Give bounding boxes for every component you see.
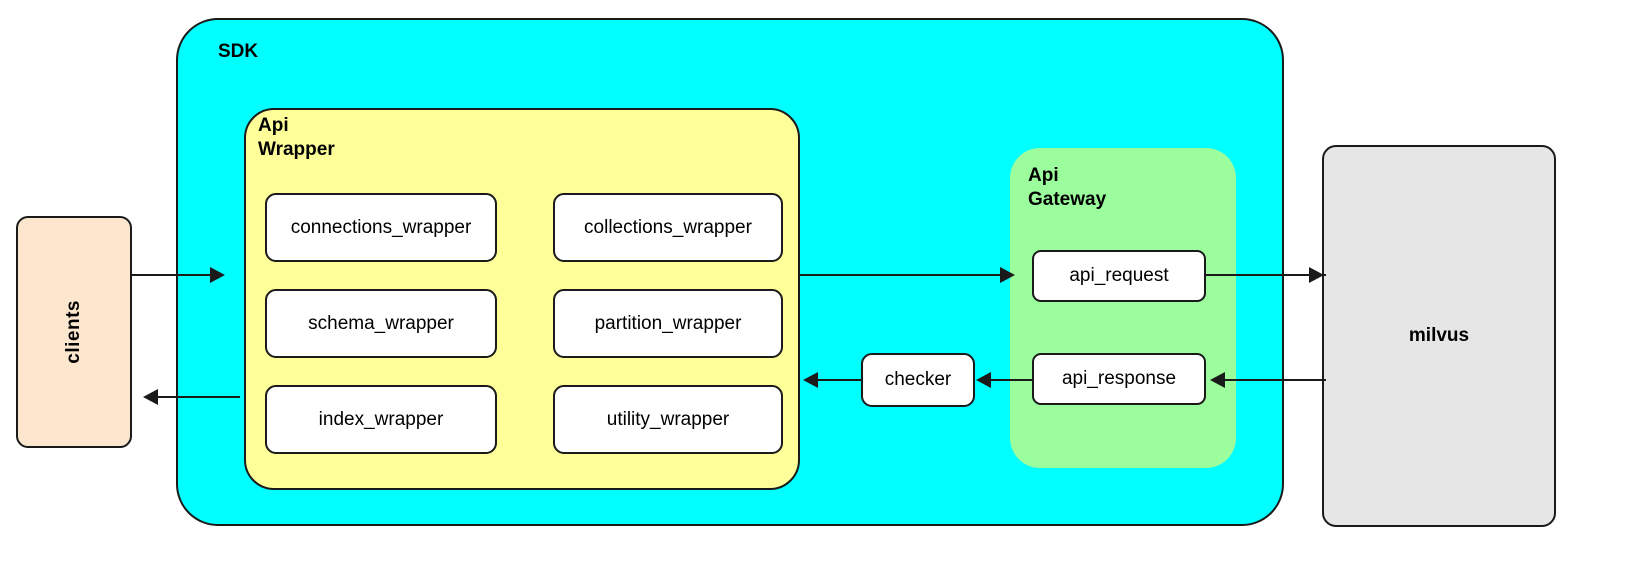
container-sdk-label: SDK xyxy=(218,41,259,62)
node-connections-wrapper[interactable]: connections_wrapper xyxy=(265,193,497,262)
edge-wrapper-to-request-line xyxy=(800,274,1012,276)
node-api-response[interactable]: api_response xyxy=(1032,353,1206,405)
edge-milvus-to-response-line xyxy=(1218,379,1326,381)
edge-wrapper-to-clients-line xyxy=(155,396,240,398)
node-checker[interactable]: checker xyxy=(861,353,975,407)
node-utility-wrapper[interactable]: utility_wrapper xyxy=(553,385,783,454)
edge-milvus-to-response-arrowhead xyxy=(1210,372,1225,388)
node-partition-wrapper[interactable]: partition_wrapper xyxy=(553,289,783,358)
node-schema-wrapper[interactable]: schema_wrapper xyxy=(265,289,497,358)
node-milvus[interactable]: milvus xyxy=(1322,145,1556,527)
edge-clients-to-wrapper-arrowhead xyxy=(210,267,225,283)
edge-request-to-milvus-line xyxy=(1206,274,1326,276)
edge-response-to-checker-arrowhead xyxy=(976,372,991,388)
container-api-wrapper-label: Api Wrapper xyxy=(258,115,335,160)
node-clients-label: clients xyxy=(63,300,85,364)
container-api-gateway-label: Api Gateway xyxy=(1028,165,1107,210)
edge-response-to-checker-line xyxy=(985,379,1033,381)
edge-checker-to-wrapper-line xyxy=(815,379,862,381)
edge-clients-to-wrapper-line xyxy=(132,274,222,276)
edge-wrapper-to-request-arrowhead xyxy=(1000,267,1015,283)
node-collections-wrapper[interactable]: collections_wrapper xyxy=(553,193,783,262)
container-api-gateway xyxy=(1010,148,1236,468)
node-api-request[interactable]: api_request xyxy=(1032,250,1206,302)
node-index-wrapper[interactable]: index_wrapper xyxy=(265,385,497,454)
edge-checker-to-wrapper-arrowhead xyxy=(803,372,818,388)
edge-request-to-milvus-arrowhead xyxy=(1309,267,1324,283)
edge-wrapper-to-clients-arrowhead xyxy=(143,389,158,405)
node-clients[interactable]: clients xyxy=(16,216,132,448)
